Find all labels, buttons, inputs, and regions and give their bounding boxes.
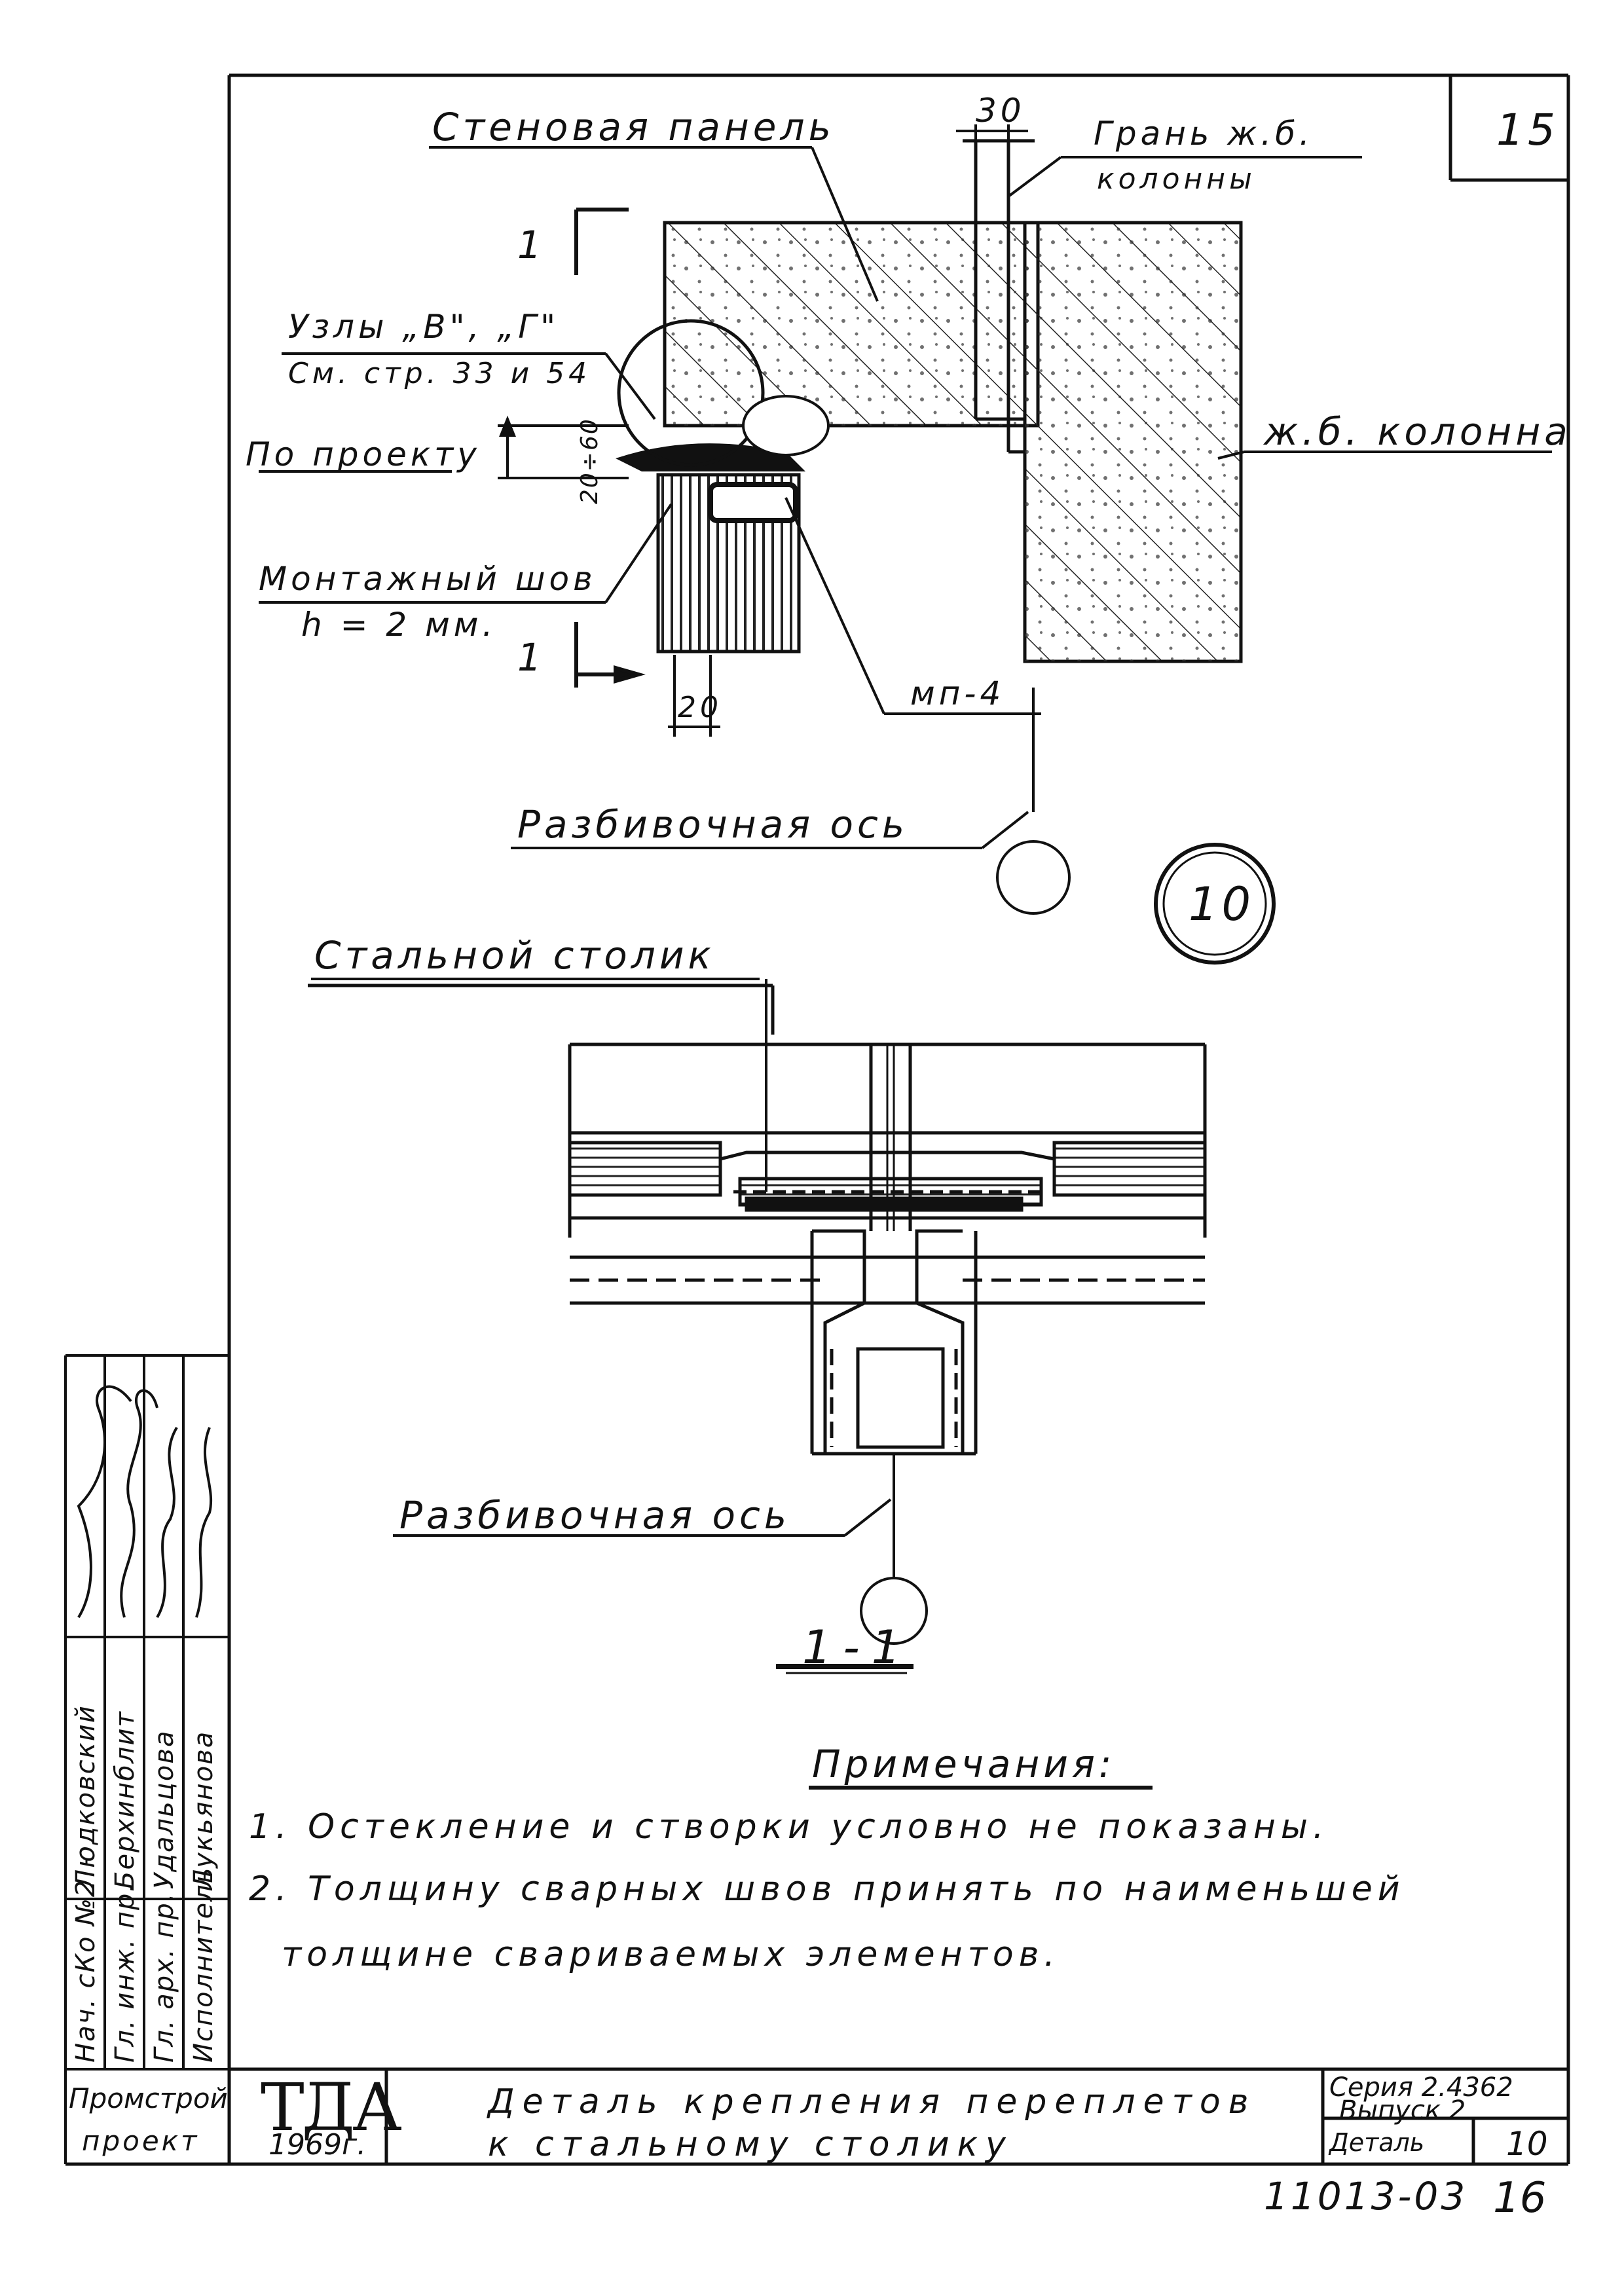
- per-project-label: По проекту: [246, 435, 481, 473]
- layout-axis-top: [511, 688, 1071, 915]
- stamp-name-4: Лукьянова: [189, 1730, 219, 1889]
- rc-column: [1023, 221, 1243, 663]
- detail-value: 10: [1506, 2125, 1548, 2163]
- title-line-1: Деталь крепления переплетов: [488, 2082, 1257, 2122]
- detail-label: Деталь: [1329, 2128, 1425, 2157]
- title-line-2: к стальному столику: [488, 2125, 1014, 2164]
- note-3: толщине свариваемых элементов.: [282, 1935, 1060, 1974]
- sheet-frame: [65, 73, 1570, 2166]
- stamp-name-2: Берхинблит: [110, 1710, 140, 1889]
- column-face-label-2: колонны: [1097, 162, 1256, 196]
- side-stamp-grid: [64, 1354, 229, 2164]
- signatures: [77, 1385, 213, 1619]
- mounting-seam-label: Монтажный шов: [259, 560, 597, 598]
- bottom-sheet: 16: [1493, 2174, 1547, 2222]
- stamp-name-1: Людковский: [71, 1704, 101, 1889]
- seam-h-label: h = 2 мм.: [301, 606, 497, 644]
- see-pages-label: См. стр. 33 и 54: [288, 357, 591, 390]
- section-mark-bottom: 1: [517, 635, 545, 680]
- page-number: 15: [1496, 105, 1559, 155]
- org-line-1: Промстрой: [69, 2082, 228, 2114]
- wall-panel: [663, 221, 1040, 428]
- dim-vertical-label: 20÷60: [576, 418, 603, 504]
- detail-number: 10: [1189, 877, 1255, 931]
- issue: Выпуск 2: [1339, 2095, 1466, 2126]
- mp4-label: мп-4: [910, 674, 1005, 712]
- section-1-1: [308, 984, 1207, 1456]
- bottom-code: 11013-03: [1264, 2174, 1468, 2218]
- dim-20-label: 20: [678, 691, 722, 724]
- note-1: 1. Остекление и створки условно не показ…: [249, 1807, 1329, 1847]
- section-title: 1-1: [802, 1621, 913, 1674]
- column-face-label: Грань ж.б.: [1094, 115, 1314, 153]
- section-marks: [574, 208, 646, 688]
- layout-axis-top-label: Разбивочная ось: [517, 802, 909, 847]
- steel-table-label: Стальной столик: [314, 933, 715, 978]
- leader-lines-top: [259, 124, 1552, 737]
- nodes-label: Узлы „В", „Г": [288, 308, 560, 346]
- stamp-role-3: Гл. арх. пр.: [149, 1892, 179, 2063]
- wall-panel-label: Стеновая панель: [432, 105, 835, 149]
- detail-number-circle: [1154, 843, 1276, 965]
- stamp-role-1: Нач. сКо №2: [71, 1879, 101, 2063]
- layout-axis-section-label: Разбивочная ось: [399, 1493, 791, 1537]
- section-mark-top: 1: [517, 223, 545, 267]
- frame-profile: [616, 319, 830, 653]
- notes-title: Примечания:: [812, 1742, 1116, 1786]
- rc-column-label: ж.б. колонна: [1264, 409, 1572, 454]
- section-leaders: [311, 978, 1153, 1790]
- stamp-name-3: Удальцова: [149, 1729, 179, 1889]
- year: 1969г.: [268, 2128, 367, 2162]
- stamp-role-2: Гл. инж. пр.: [110, 1882, 140, 2063]
- logo: ТДА: [261, 2069, 402, 2146]
- org-line-2: проект: [82, 2125, 200, 2157]
- note-2: 2. Толщину сварных швов принять по наиме…: [249, 1869, 1405, 1909]
- title-block-grid: [229, 2067, 1568, 2164]
- series: Серия 2.4362: [1329, 2072, 1513, 2103]
- dim-30-label: 30: [976, 92, 1025, 130]
- stamp-role-4: Исполнитель: [189, 1866, 219, 2063]
